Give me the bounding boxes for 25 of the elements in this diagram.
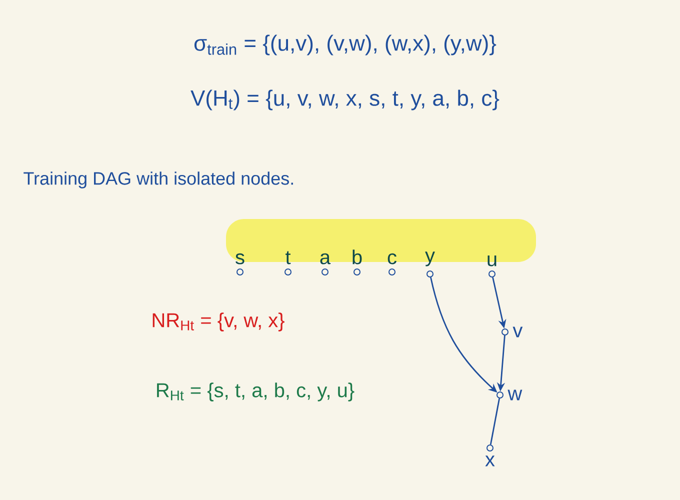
- graph-node: b: [352, 250, 362, 276]
- formula-text: R$_{Ht}$ = {s, t, a, b, c, y, u}: [157, 382, 354, 402]
- caption-text: Training DAG with isolated nodes.: [24, 172, 293, 188]
- node-label: y: [425, 252, 435, 266]
- graph-node: y: [425, 252, 435, 278]
- graph-node: s: [236, 253, 244, 276]
- node-label: s: [236, 253, 244, 264]
- node-label: t: [286, 251, 291, 264]
- graph-node: c: [388, 253, 396, 276]
- node-label: w: [508, 390, 522, 400]
- graph-node: t: [284, 251, 292, 276]
- formula-text: NR$_{Ht}$ = {v, w, x}: [152, 312, 284, 332]
- node-label: v: [512, 326, 523, 338]
- graph-node: w: [496, 390, 522, 400]
- node-label: u: [488, 256, 496, 266]
- node-label: x: [485, 456, 495, 466]
- formula-text: V(H$_{t}$) = {u, v, w, x, s, t, y, a, b, c}: [190, 90, 500, 110]
- node-label: c: [388, 253, 396, 264]
- graph-node: a: [320, 253, 331, 276]
- node-label: b: [352, 250, 362, 264]
- node-label: a: [320, 253, 331, 264]
- graph-node: v: [502, 326, 523, 338]
- graph-node: x: [485, 444, 495, 466]
- graph-node: u: [488, 256, 496, 278]
- formula-text: σ$_{train}$ = {(u,v), (v,w), (w,x), (y,w)}: [194, 34, 496, 56]
